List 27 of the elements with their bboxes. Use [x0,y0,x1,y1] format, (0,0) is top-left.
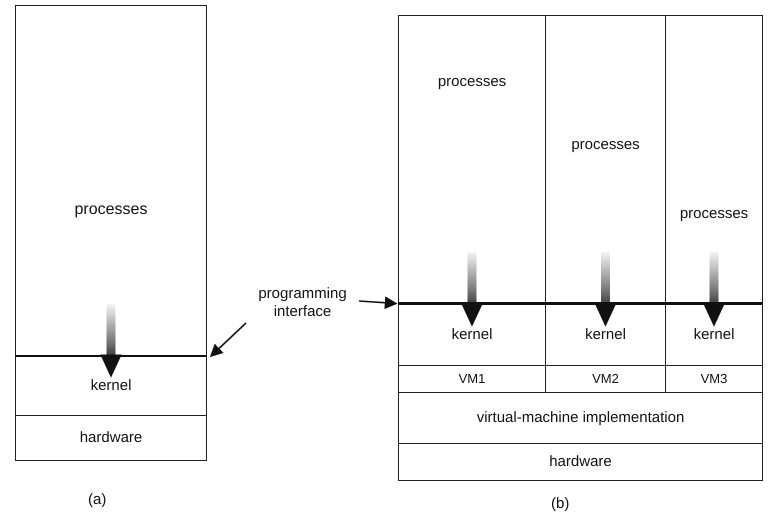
layer-label: processes [74,201,148,220]
layer-label: VM2 [592,372,619,386]
leader-line [358,296,398,310]
call-arrow [594,252,616,327]
layer-label: hardware [80,429,142,447]
layer-label: kernel [694,326,734,344]
leader-line [210,322,247,358]
callout-text: programming interface [240,285,365,321]
layer-box [398,392,763,444]
call-arrow [461,252,483,327]
call-arrow [703,252,725,327]
panel-label: (a) [88,491,106,508]
layer-label: processes [438,73,506,90]
layer-label: processes [680,205,748,222]
call-arrow [100,304,122,378]
layer-label: processes [571,136,640,154]
interface-line [398,302,763,305]
layer-box [398,443,763,481]
panel-label: (b) [551,495,570,512]
layer-label: kernel [452,326,492,344]
layer-label: VM1 [458,372,486,386]
layer-box [15,415,207,461]
layer-label: VM3 [700,372,728,386]
layer-label: hardware [549,453,612,471]
layer-label: kernel [90,376,132,394]
layer-label: kernel [585,326,626,344]
layer-label: virtual-machine implementation [476,409,684,427]
